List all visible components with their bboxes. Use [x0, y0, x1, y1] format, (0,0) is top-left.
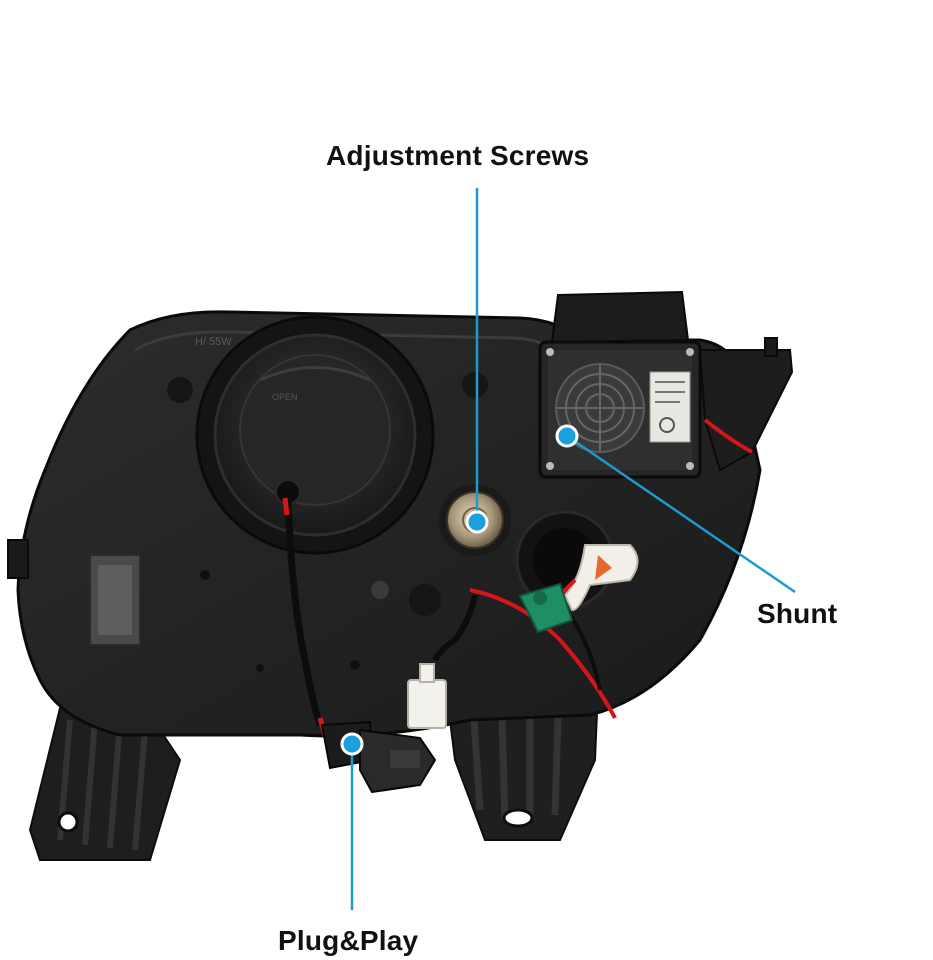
plug-and-play-label: Plug&Play	[278, 925, 419, 956]
black-plug	[320, 720, 437, 794]
wiring	[282, 418, 753, 736]
right-flange	[698, 337, 794, 472]
shunt-label: Shunt	[757, 598, 838, 629]
callout-dot-icon	[340, 732, 364, 756]
mount-bracket-left	[28, 699, 182, 861]
molded-text: H/ 55W	[195, 336, 232, 348]
adjustment-screws-label: Adjustment Screws	[326, 140, 590, 171]
bulb-dust-cap: OPEN	[195, 315, 435, 555]
white-plug	[407, 663, 447, 729]
callout-dot-icon	[555, 424, 579, 448]
callout-dot-icon	[465, 510, 489, 534]
cap-molded-text: OPEN	[272, 392, 298, 402]
shunt-box	[538, 290, 702, 479]
green-connector	[518, 582, 574, 634]
callout-adjustment	[465, 188, 489, 534]
fan-grille-icon	[555, 363, 645, 453]
callout-shunt	[555, 424, 796, 594]
side-port	[515, 510, 639, 612]
callout-plug	[340, 732, 364, 910]
